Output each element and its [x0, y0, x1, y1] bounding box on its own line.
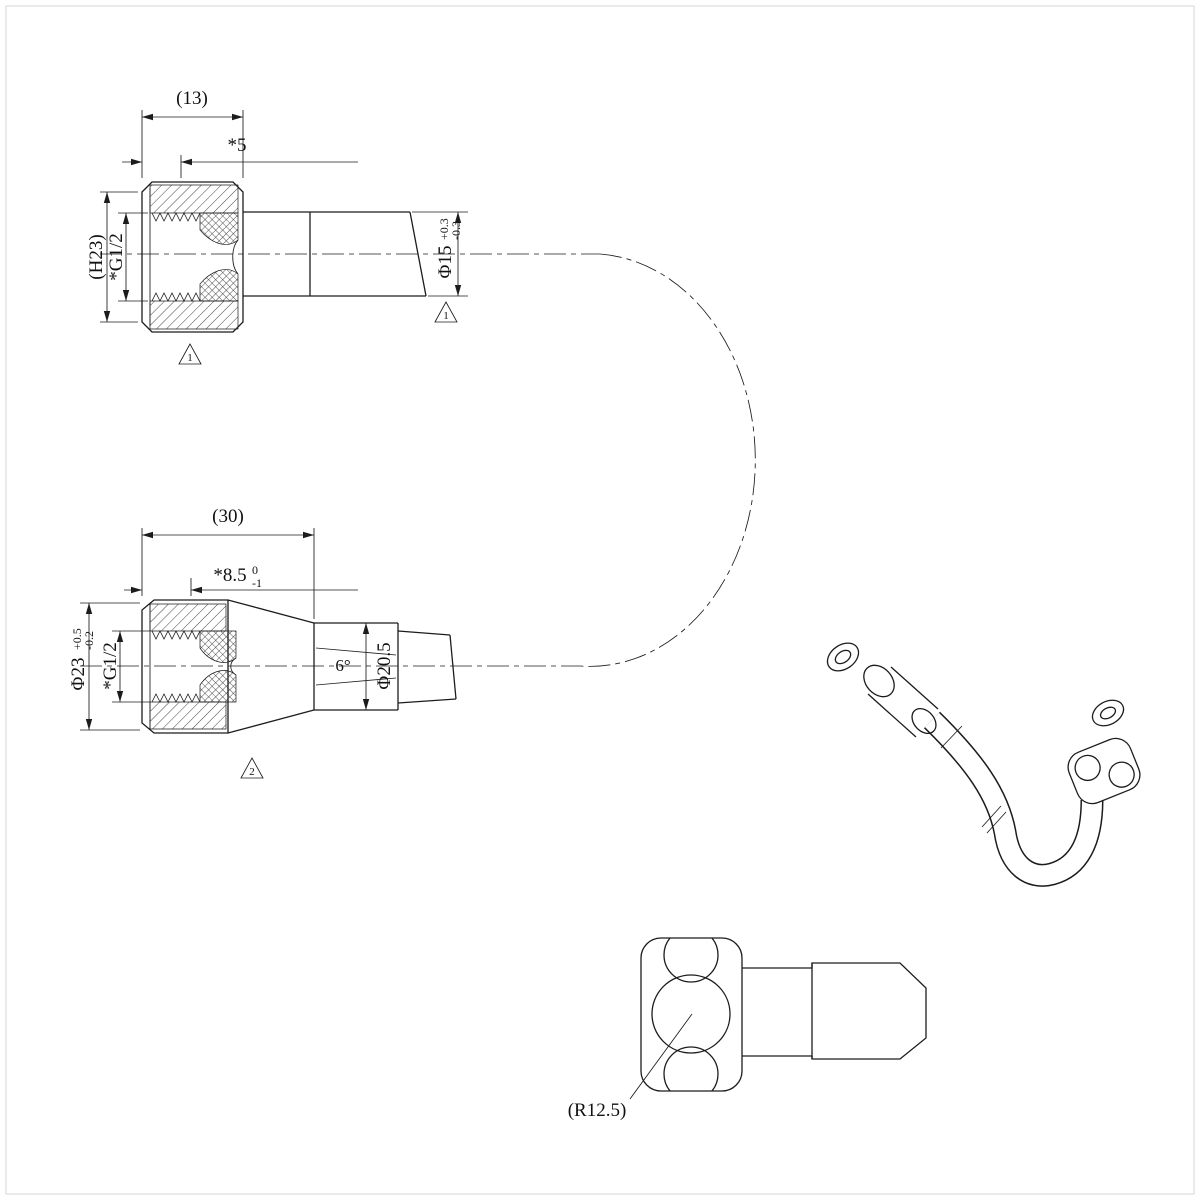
dim-label-phi15: Φ15 — [435, 246, 456, 279]
washer-2 — [1091, 699, 1125, 727]
dim-label-phi23-tol-dn: -0.2 — [82, 631, 96, 650]
dim-label-phi205: Φ20.5 — [374, 642, 395, 689]
dim-label-g12-top: *G1/2 — [106, 233, 127, 281]
wall-hatch-top — [149, 184, 239, 214]
connection-centerline-arc — [579, 253, 756, 667]
tube-break-edge-2 — [449, 634, 457, 700]
washer-1 — [826, 642, 860, 672]
dim-label-85: *8.5 — [213, 565, 246, 586]
gasket-section-top-2 — [199, 630, 237, 663]
elbow-bottom-bore — [663, 1046, 719, 1091]
hose-nut — [1067, 737, 1141, 805]
hose-3d-view — [826, 642, 1141, 887]
radius-leader-line — [629, 1013, 693, 1100]
elbow-body — [640, 937, 743, 1092]
dim-label-85-tol-up: 0 — [252, 563, 258, 577]
hose-fitting-end — [911, 707, 937, 735]
flag-triangle-nut — [178, 343, 202, 365]
flag-triangle-mid — [240, 757, 264, 779]
thread-profile-top-2 — [151, 630, 201, 640]
elbow-view: (R12.5) — [568, 937, 927, 1121]
mid-section-view: 6° (30) *8.5 0 -1 Φ23 +0.5 -0.2 *G1/2 — [68, 506, 580, 779]
elbow-bore-circle — [651, 974, 731, 1054]
wall-hatch-bottom-2 — [149, 701, 227, 730]
dim-label-phi15-tol-up: +0.3 — [437, 218, 451, 240]
wall-hatch-top-2 — [149, 603, 227, 632]
flag-number-tube: 1 — [443, 310, 449, 322]
dim-label-5: *5 — [228, 135, 247, 156]
top-section-view: (13) *5 (H23) *G1/2 Φ15 +0.3 -0.3 1 — [86, 88, 600, 365]
nut-outline — [141, 181, 244, 333]
hose-inner — [925, 712, 1102, 886]
dim-label-30: (30) — [212, 506, 244, 527]
dim-label-6deg: 6° — [335, 656, 350, 675]
elbow-outlet — [742, 962, 927, 1060]
page-frame — [5, 5, 1195, 1195]
flag-number-mid: 2 — [249, 766, 255, 778]
wall-hatch-bottom — [149, 300, 239, 330]
dim-label-phi23-tol-up: +0.5 — [70, 628, 84, 650]
elbow-top-bore — [663, 938, 719, 983]
cone-nut-outline — [141, 599, 315, 734]
dim-label-phi15-tol-dn: -0.3 — [449, 221, 463, 240]
dim-label-phi23: Φ23 — [68, 658, 89, 691]
dim-label-g12-mid: *G1/2 — [100, 642, 121, 690]
dim-label-13: (13) — [176, 88, 208, 109]
thread-profile-bottom-2 — [151, 693, 201, 703]
thread-profile-top — [151, 212, 201, 222]
gasket-section-bottom — [199, 269, 239, 302]
gasket-section-bottom-2 — [199, 670, 237, 703]
dim-label-h23: (H23) — [86, 234, 107, 279]
dim-label-r125: (R12.5) — [568, 1100, 627, 1121]
hose-fitting-opening — [863, 664, 895, 698]
flag-triangle-tube — [434, 301, 458, 323]
dim-label-85-tol-dn: -1 — [252, 576, 262, 590]
flag-number-nut: 1 — [187, 352, 193, 364]
thread-profile-bottom — [151, 292, 201, 302]
gasket-section-top — [199, 212, 239, 245]
